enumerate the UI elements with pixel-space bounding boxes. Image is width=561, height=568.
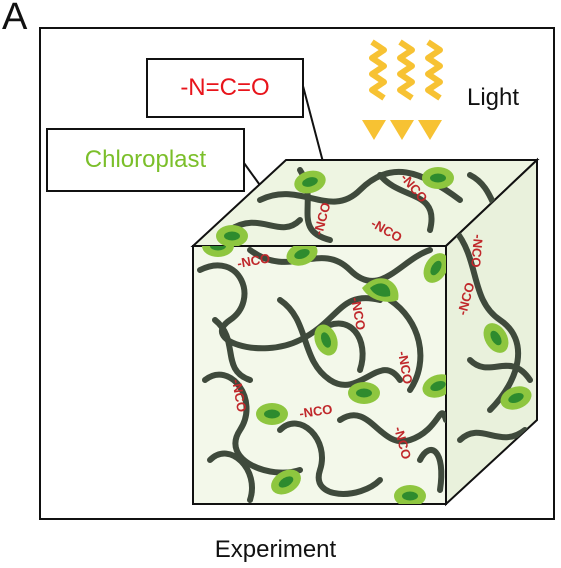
light-arrow-icon: [390, 39, 415, 140]
figure-frame: [39, 27, 555, 520]
nco-tag: -NCO: [395, 350, 416, 385]
polymer-chains-front: [197, 247, 446, 503]
light-arrows: [362, 39, 443, 140]
chloroplast-label: Chloroplast: [84, 146, 207, 173]
caption-text: Experiment: [214, 536, 337, 563]
isocyanate-label: -N=C=O: [180, 74, 270, 101]
chloroplast-large: [362, 278, 399, 302]
nco-tag: -NCO: [236, 250, 271, 271]
nco-tag: -NCO: [229, 378, 250, 413]
light-label: Light: [467, 84, 520, 111]
isocyanate-label-box: -N=C=O: [146, 58, 304, 118]
panel-letter: A: [2, 0, 28, 38]
chloroplast-label-box: Chloroplast: [46, 128, 245, 192]
nco-tag: -NCO: [468, 234, 486, 268]
nco-tag: -NCO: [298, 401, 333, 420]
polymer-chains-side: [452, 227, 533, 443]
nco-tag: -NCO: [348, 296, 369, 331]
light-arrow-icon: [362, 39, 387, 140]
light-arrow-icon: [418, 39, 443, 140]
figure-caption: Experiment: [0, 536, 561, 564]
